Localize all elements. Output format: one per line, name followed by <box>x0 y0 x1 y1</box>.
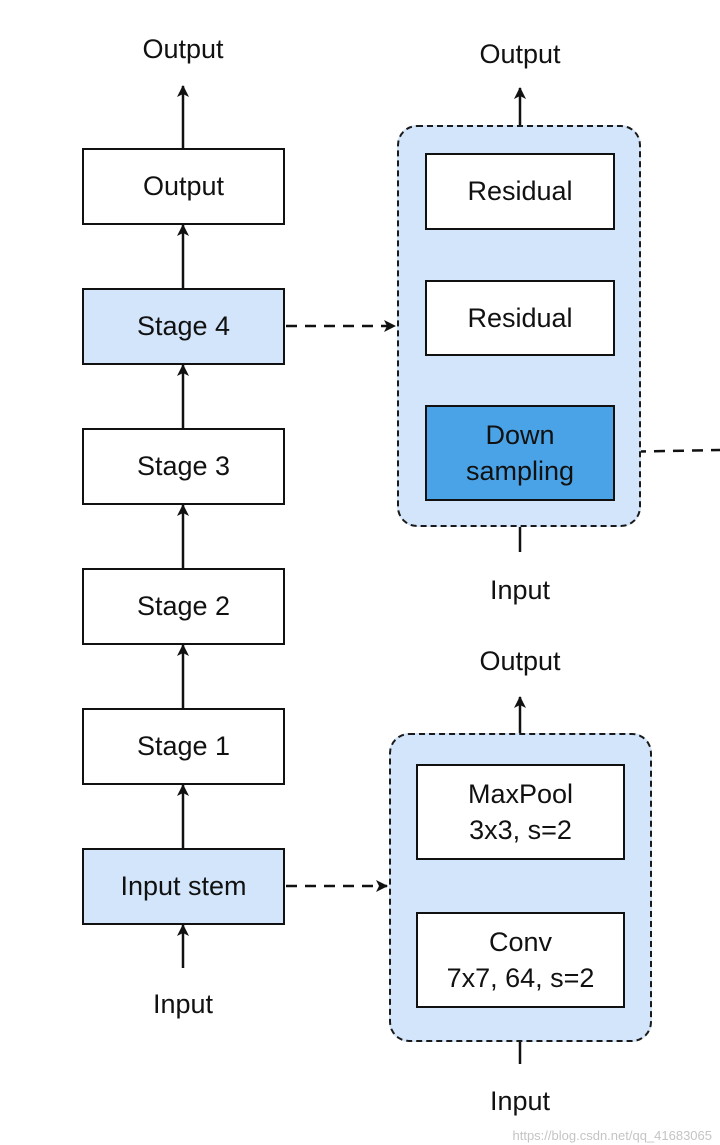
maxpool-block: MaxPool 3x3, s=2 <box>416 764 625 860</box>
input-stem-block: Input stem <box>82 848 285 925</box>
maxpool-params: 3x3, s=2 <box>469 815 572 845</box>
watermark: https://blog.csdn.net/qq_41683065 <box>512 1128 713 1143</box>
downsampling-line-2: sampling <box>465 456 575 486</box>
stage-output-label: Output <box>479 39 561 69</box>
main-output-label: Output <box>142 34 224 64</box>
stage-2-block: Stage 2 <box>82 568 285 645</box>
conv-block: Conv 7x7, 64, s=2 <box>416 912 625 1008</box>
dashed-link-downsampling <box>615 448 720 454</box>
output-block: Output <box>82 148 285 225</box>
main-input-label: Input <box>152 989 214 1019</box>
stage-3-block: Stage 3 <box>82 428 285 505</box>
stage-1-block: Stage 1 <box>82 708 285 785</box>
residual-block-bottom: Residual <box>425 280 615 356</box>
stem-input-label: Input <box>489 1086 551 1116</box>
residual-block-top: Residual <box>425 153 615 230</box>
downsampling-line-1: Down <box>485 419 555 450</box>
downsampling-block: Down sampling <box>425 405 615 501</box>
stage-input-label: Input <box>489 575 551 605</box>
stem-output-label: Output <box>479 646 561 676</box>
conv-title: Conv <box>488 926 553 957</box>
stage-4-block: Stage 4 <box>82 288 285 365</box>
conv-params: 7x7, 64, s=2 <box>446 963 595 993</box>
maxpool-title: MaxPool <box>467 778 574 809</box>
